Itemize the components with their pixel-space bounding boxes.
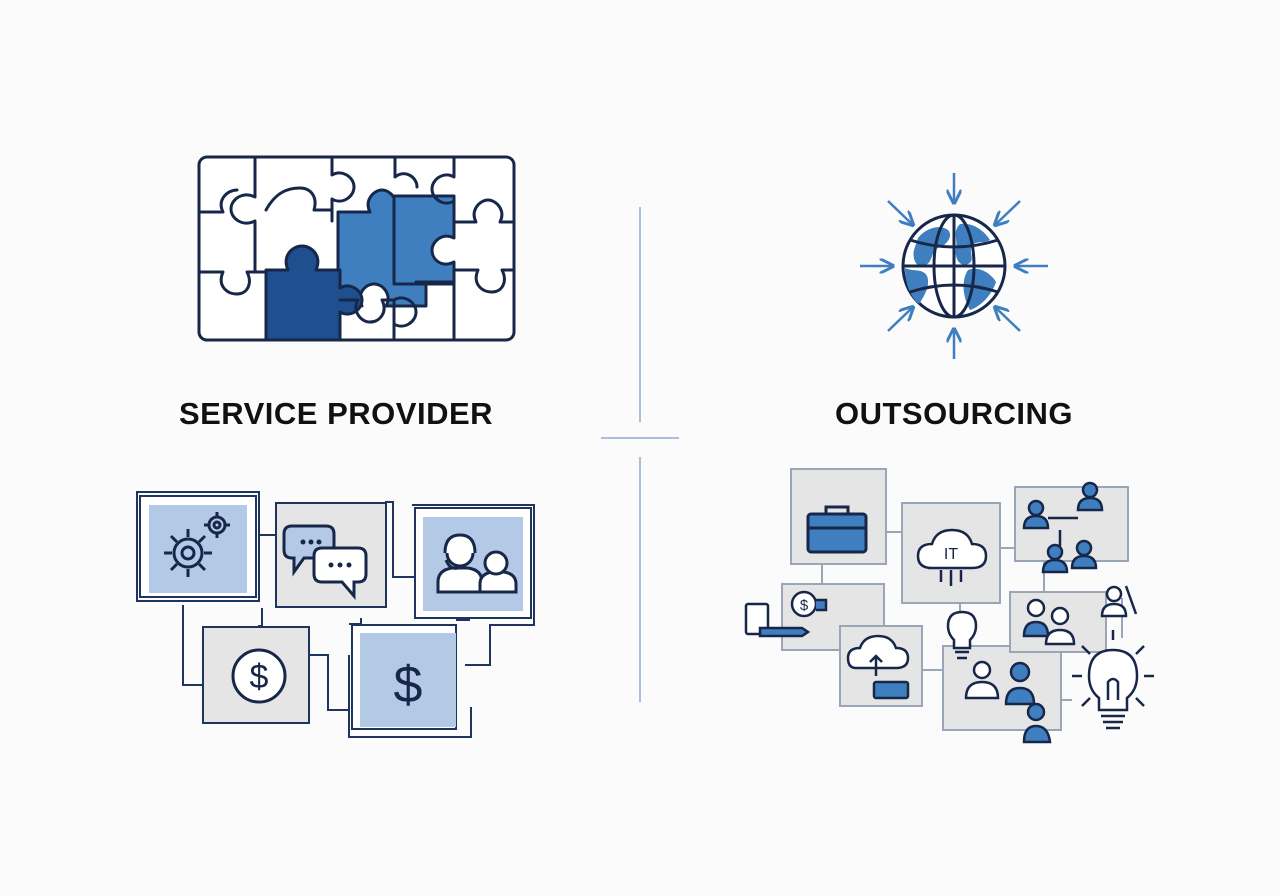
dollar-sign-icon: $ bbox=[394, 656, 423, 714]
tile-dollar: $ bbox=[351, 624, 457, 730]
payment-icon: $ bbox=[744, 590, 828, 638]
tile-cloud-upload bbox=[839, 625, 923, 707]
outsourcing-heading: OUTSOURCING bbox=[835, 396, 1073, 431]
tile-people bbox=[942, 585, 1138, 744]
tile-support bbox=[414, 507, 532, 619]
tile-coin: $ bbox=[202, 626, 310, 724]
chat-bubbles-icon bbox=[282, 524, 368, 601]
svg-text:$: $ bbox=[800, 597, 809, 614]
cloud-icon: IT bbox=[916, 528, 988, 586]
lightbulb-icon bbox=[946, 610, 1154, 730]
tile-chat bbox=[275, 502, 387, 608]
left-connectors bbox=[136, 491, 535, 738]
gears-icon bbox=[164, 512, 230, 577]
tile-briefcase bbox=[790, 468, 887, 565]
tile-it-cloud: IT bbox=[901, 502, 1001, 604]
it-label: IT bbox=[944, 546, 958, 563]
support-agents-icon bbox=[436, 533, 518, 594]
people-icon bbox=[964, 585, 1138, 744]
globe-with-inward-arrows-icon bbox=[860, 173, 1048, 359]
service-provider-heading: SERVICE PROVIDER bbox=[178, 396, 494, 431]
cloud-upload-icon bbox=[846, 634, 910, 700]
dollar-coin-icon: $ bbox=[231, 648, 287, 704]
center-divider bbox=[601, 207, 679, 702]
briefcase-icon bbox=[806, 505, 868, 554]
puzzle-icon bbox=[197, 155, 516, 342]
tile-team bbox=[1014, 481, 1129, 574]
tile-gears bbox=[139, 495, 257, 598]
svg-text:$: $ bbox=[250, 658, 269, 696]
team-network-icon bbox=[1022, 481, 1104, 574]
